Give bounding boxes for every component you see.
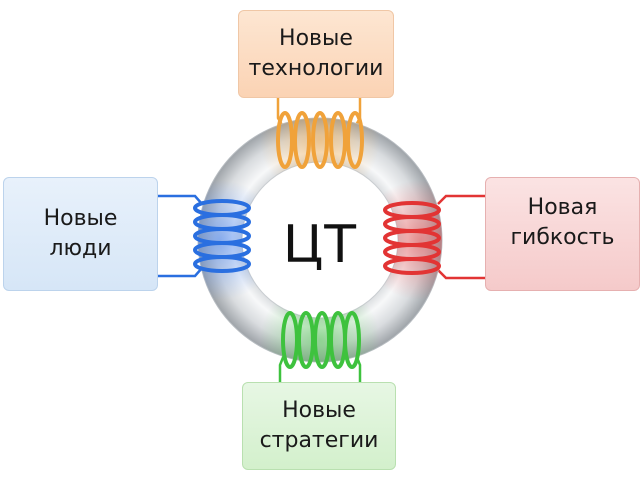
coil-turn xyxy=(343,311,361,369)
node-line: Новая xyxy=(527,195,598,221)
coil-turn xyxy=(276,111,294,169)
node-line: стратегии xyxy=(259,428,379,453)
center-label: ЦТ xyxy=(282,215,358,275)
node-line: гибкость xyxy=(510,225,615,250)
node-new-technologies: Новые технологии xyxy=(238,10,394,98)
node-line: технологии xyxy=(248,56,384,81)
coil-turn xyxy=(383,257,441,275)
top-coil xyxy=(276,111,364,169)
node-line: Новые xyxy=(282,398,356,424)
left-coil-wires xyxy=(158,194,203,278)
coil-turn xyxy=(293,111,311,169)
right-coil-wires xyxy=(437,194,485,280)
right-coil xyxy=(383,201,441,275)
lead-wire xyxy=(437,194,485,205)
node-new-strategies: Новые стратегии xyxy=(242,382,396,470)
bottom-coil xyxy=(281,311,361,369)
lead-wire xyxy=(158,267,203,278)
coil-turn xyxy=(329,111,347,169)
node-new-flexibility: Новая гибкость xyxy=(485,177,640,291)
node-line: Новые xyxy=(43,206,118,232)
coil-turn xyxy=(311,111,329,169)
lead-wire xyxy=(437,269,485,280)
node-line: люди xyxy=(49,236,112,261)
coil-turn xyxy=(346,111,364,169)
lead-wire xyxy=(158,194,203,205)
coil-turn xyxy=(193,255,251,273)
green-glow xyxy=(198,118,442,362)
node-new-people: Новые люди xyxy=(3,177,158,291)
node-line: Новые xyxy=(279,26,353,52)
lead-wire xyxy=(278,354,286,382)
left-coil xyxy=(193,199,251,273)
